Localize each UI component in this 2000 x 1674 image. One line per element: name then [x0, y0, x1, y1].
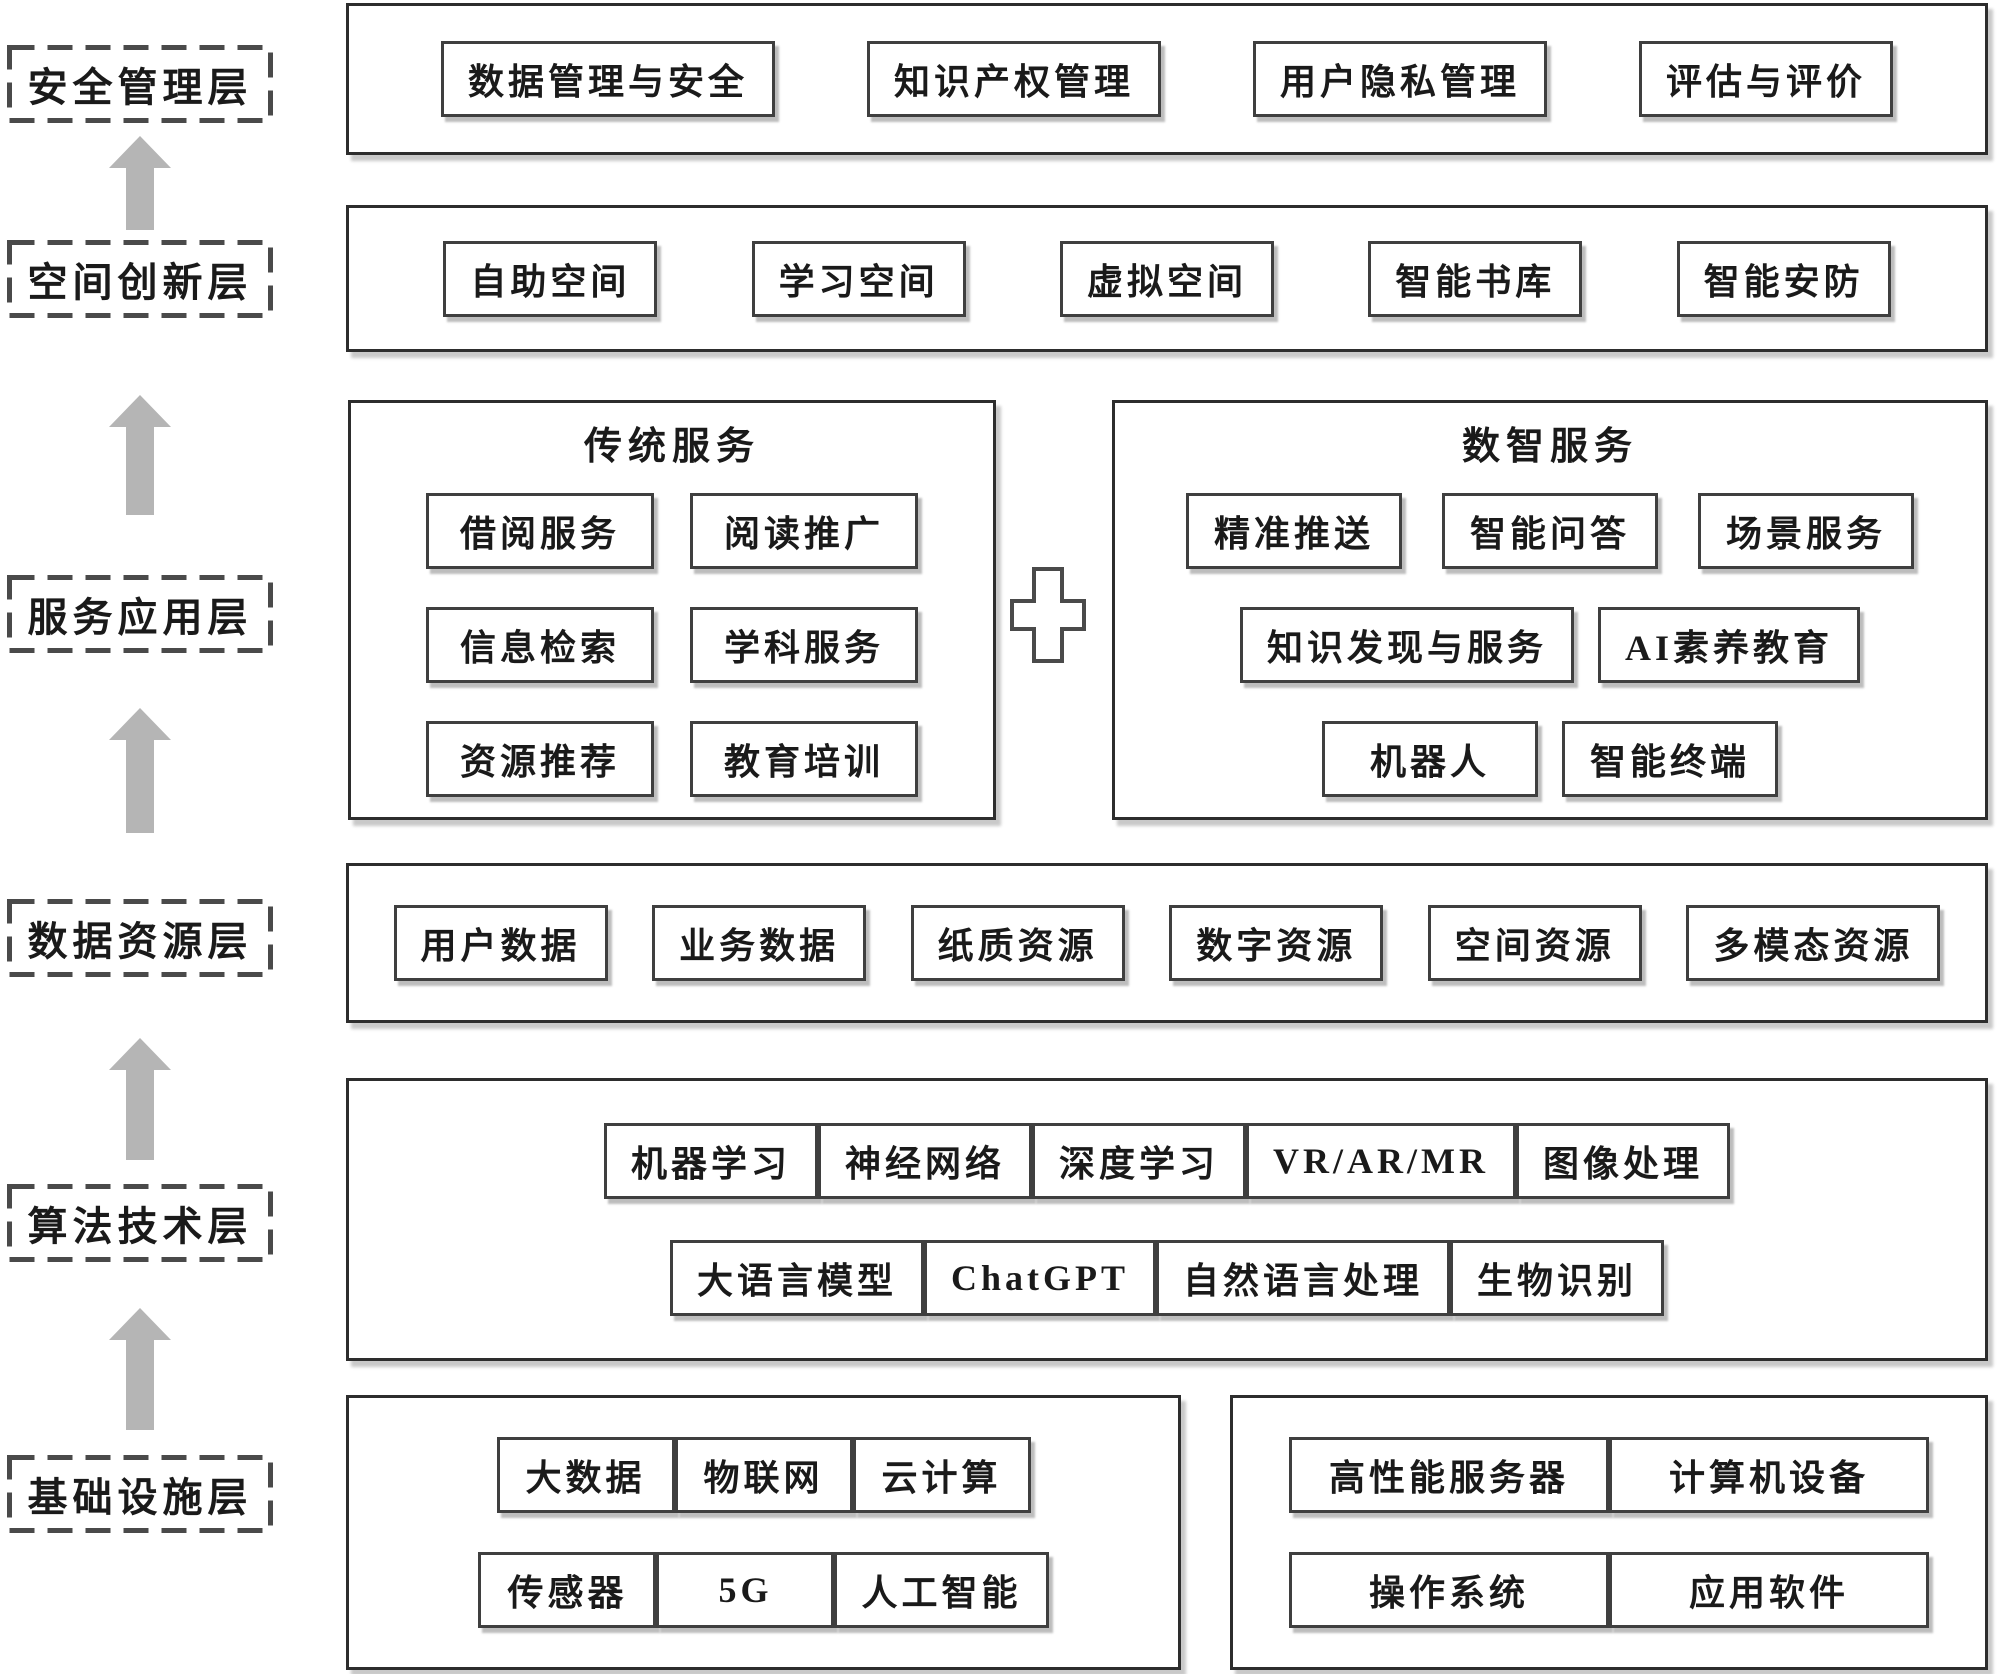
layer-label-space-innovation: 空间创新层	[7, 240, 273, 318]
up-arrow-icon	[109, 136, 171, 230]
node-smart-security: 智能安防	[1676, 240, 1891, 317]
node-smart-stacks: 智能书库	[1368, 240, 1583, 317]
dashed-border	[7, 899, 273, 977]
node-robot: 机器人	[1322, 721, 1538, 797]
node-information-retrieval: 信息检索	[426, 607, 654, 683]
node-precise-push: 精准推送	[1186, 493, 1402, 569]
node-business-data: 业务数据	[652, 905, 867, 981]
dashed-border	[7, 1455, 273, 1533]
node-knowledge-discovery-service: 知识发现与服务	[1239, 607, 1574, 683]
node-5g: 5G	[656, 1552, 835, 1628]
layer-label-text: 空间创新层	[27, 260, 253, 305]
node-operating-system: 操作系统	[1289, 1552, 1609, 1628]
node-subject-service: 学科服务	[690, 607, 918, 683]
band-data-resource: 用户数据 业务数据 纸质资源 数字资源 空间资源 多模态资源	[346, 863, 1988, 1023]
node-biometric-recognition: 生物识别	[1450, 1240, 1665, 1317]
node-education-training: 教育培训	[690, 721, 918, 797]
node-big-data: 大数据	[496, 1437, 675, 1513]
panel-traditional-service: 传统服务 借阅服务 阅读推广 信息检索 学科服务 资源推荐 教育培训	[348, 400, 996, 820]
panel-title: 数智服务	[1461, 426, 1638, 468]
node-application-software: 应用软件	[1609, 1552, 1929, 1628]
arrow-shaft	[126, 740, 154, 833]
panel-smart-service: 数智服务 精准推送 智能问答 场景服务 知识发现与服务 AI素养教育 机器人 智…	[1112, 400, 1988, 820]
node-user-data: 用户数据	[393, 905, 608, 981]
arrow-head	[109, 708, 171, 740]
arrow-head	[109, 1038, 171, 1070]
node-deep-learning: 深度学习	[1032, 1122, 1247, 1199]
dashed-border	[7, 575, 273, 653]
node-scene-service: 场景服务	[1698, 493, 1914, 569]
arrow-shaft	[126, 168, 154, 230]
arrow-shaft	[126, 1070, 154, 1160]
band-algorithm-technology: 机器学习 神经网络 深度学习 VR/AR/MR 图像处理 大语言模型 ChatG…	[346, 1078, 1988, 1361]
layer-label-data-resource: 数据资源层	[7, 899, 273, 977]
node-chatgpt: ChatGPT	[923, 1240, 1156, 1317]
panel-title: 传统服务	[583, 426, 760, 468]
band-space-innovation: 自助空间 学习空间 虚拟空间 智能书库 智能安防	[346, 205, 1988, 352]
node-image-processing: 图像处理	[1516, 1122, 1731, 1199]
plus-icon	[1010, 567, 1086, 668]
node-user-privacy-management: 用户隐私管理	[1252, 41, 1547, 117]
layer-label-service-application: 服务应用层	[7, 575, 273, 653]
node-neural-network: 神经网络	[817, 1122, 1032, 1199]
arrow-head	[109, 136, 171, 168]
node-computer-equipment: 计算机设备	[1609, 1437, 1929, 1513]
layer-label-infrastructure: 基础设施层	[7, 1455, 273, 1533]
up-arrow-icon	[109, 1308, 171, 1430]
dashed-border	[7, 45, 273, 123]
node-artificial-intelligence: 人工智能	[834, 1552, 1049, 1628]
dashed-border	[7, 1184, 273, 1262]
node-data-management-security: 数据管理与安全	[440, 41, 775, 117]
arrow-head	[109, 1308, 171, 1340]
node-nlp: 自然语言处理	[1156, 1240, 1451, 1317]
node-resource-recommendation: 资源推荐	[426, 721, 654, 797]
band-service-application: 传统服务 借阅服务 阅读推广 信息检索 学科服务 资源推荐 教育培训	[346, 400, 1988, 820]
arrow-shaft	[126, 1340, 154, 1430]
layer-label-text: 算法技术层	[27, 1204, 253, 1249]
node-machine-learning: 机器学习	[603, 1122, 818, 1199]
up-arrow-icon	[109, 395, 171, 515]
node-iot: 物联网	[674, 1437, 853, 1513]
node-large-language-model: 大语言模型	[669, 1240, 924, 1317]
node-virtual-space: 虚拟空间	[1059, 240, 1274, 317]
panel-infrastructure-network: 大数据 物联网 云计算 传感器 5G 人工智能	[346, 1395, 1181, 1670]
node-vr-ar-mr: VR/AR/MR	[1246, 1122, 1516, 1199]
arrow-shaft	[126, 427, 154, 515]
band-infrastructure: 大数据 物联网 云计算 传感器 5G 人工智能 高性能服务器 计算机设备 操作系…	[346, 1395, 1988, 1670]
node-sensor: 传感器	[478, 1552, 657, 1628]
node-smart-qa: 智能问答	[1442, 493, 1658, 569]
up-arrow-icon	[109, 708, 171, 833]
node-smart-terminal: 智能终端	[1562, 721, 1778, 797]
layer-label-algorithm-technology: 算法技术层	[7, 1184, 273, 1262]
node-digital-resources: 数字资源	[1169, 905, 1384, 981]
node-evaluation-assessment: 评估与评价	[1638, 41, 1893, 117]
panel-infrastructure-computing: 高性能服务器 计算机设备 操作系统 应用软件	[1230, 1395, 1988, 1670]
layer-label-security-management: 安全管理层	[7, 45, 273, 123]
layer-label-text: 基础设施层	[27, 1475, 253, 1520]
node-lending-service: 借阅服务	[426, 493, 654, 569]
node-reading-promotion: 阅读推广	[690, 493, 918, 569]
node-space-resources: 空间资源	[1427, 905, 1642, 981]
dashed-border	[7, 240, 273, 318]
layer-label-text: 数据资源层	[27, 919, 253, 964]
up-arrow-icon	[109, 1038, 171, 1160]
layer-label-text: 服务应用层	[27, 595, 253, 640]
band-security-management: 数据管理与安全 知识产权管理 用户隐私管理 评估与评价	[346, 3, 1988, 155]
node-learning-space: 学习空间	[751, 240, 966, 317]
node-paper-resources: 纸质资源	[910, 905, 1125, 981]
node-cloud-computing: 云计算	[852, 1437, 1031, 1513]
layer-label-text: 安全管理层	[27, 65, 253, 110]
node-high-performance-server: 高性能服务器	[1289, 1437, 1609, 1513]
node-ai-literacy-education: AI素养教育	[1598, 607, 1861, 683]
arrow-head	[109, 395, 171, 427]
node-self-service-space: 自助空间	[443, 240, 658, 317]
node-multimodal-resources: 多模态资源	[1686, 905, 1941, 981]
node-ip-management: 知识产权管理	[866, 41, 1161, 117]
